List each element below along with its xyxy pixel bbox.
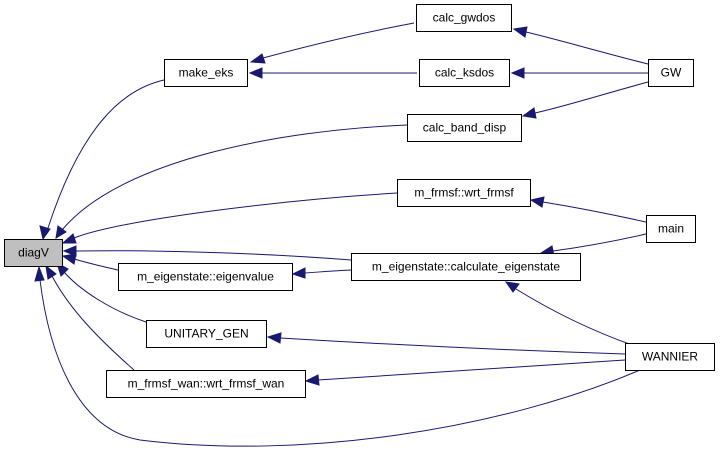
edge-calc-band-disp-to-diagv (55, 124, 409, 239)
node-label: main (658, 222, 684, 236)
node-label: m_frmsf_wan::wrt_frmsf_wan (128, 377, 285, 391)
edge-calc-gwdos-to-make-eks (249, 22, 415, 64)
edge-calc-ksdos-to-make-eks (248, 67, 417, 79)
edge-calculate-eigenstate-to-diagv (62, 245, 352, 261)
edge-main-to-calculate-eigenstate (539, 233, 647, 257)
edge-wrt-frmsf-to-diagv (61, 192, 398, 244)
node-eigenvalue[interactable]: m_eigenstate::eigenvalue (118, 263, 293, 291)
node-calc-gwdos[interactable]: calc_gwdos (416, 4, 512, 32)
node-label: calc_band_disp (423, 121, 507, 135)
edge-wrt-frmsf-wan-to-diagv (45, 264, 135, 371)
edge-gw-to-calc-band-disp (521, 81, 649, 119)
edge-wannier-to-unitary-gen (266, 332, 626, 355)
node-diagv[interactable]: diagV (4, 239, 63, 267)
node-wrt-frmsf-wan[interactable]: m_frmsf_wan::wrt_frmsf_wan (106, 370, 306, 398)
node-label: m_frmsf::wrt_frmsf (414, 186, 514, 200)
node-label: calc_gwdos (433, 11, 496, 25)
node-label: GW (661, 66, 682, 80)
node-label: WANNIER (642, 350, 699, 364)
edge-wannier-to-diagv (34, 265, 641, 447)
node-label: UNITARY_GEN (164, 327, 248, 341)
edge-main-to-wrt-frmsf (529, 196, 647, 223)
node-gw[interactable]: GW (648, 59, 694, 87)
node-label: calc_ksdos (435, 66, 494, 80)
edge-make-eks-to-diagv (39, 79, 165, 241)
node-main[interactable]: main (646, 215, 696, 243)
edge-eigenvalue-to-diagv (61, 253, 119, 271)
node-calc-band-disp[interactable]: calc_band_disp (407, 114, 522, 142)
node-label: make_eks (179, 66, 234, 80)
node-wrt-frmsf[interactable]: m_frmsf::wrt_frmsf (397, 179, 531, 207)
node-wannier[interactable]: WANNIER (625, 343, 715, 371)
edge-wannier-to-wrt-frmsf-wan (304, 359, 626, 386)
edges (34, 22, 649, 447)
edge-gw-to-calc-ksdos (510, 67, 648, 79)
edge-calculate-eigenstate-to-eigenvalue (291, 267, 352, 279)
node-make-eks[interactable]: make_eks (164, 59, 248, 87)
node-label: diagV (18, 246, 49, 260)
edge-wannier-to-calculate-eigenstate (504, 281, 633, 346)
node-unitary-gen[interactable]: UNITARY_GEN (146, 320, 267, 348)
edge-gw-to-calc-gwdos (512, 26, 649, 65)
node-calculate-eigenstate[interactable]: m_eigenstate::calculate_eigenstate (351, 253, 581, 281)
node-label: m_eigenstate::calculate_eigenstate (372, 260, 560, 274)
node-calc-ksdos[interactable]: calc_ksdos (419, 59, 510, 87)
nodes: diagV make_eks calc_gwdos calc_ksdos cal… (4, 4, 715, 398)
node-label: m_eigenstate::eigenvalue (137, 270, 274, 284)
